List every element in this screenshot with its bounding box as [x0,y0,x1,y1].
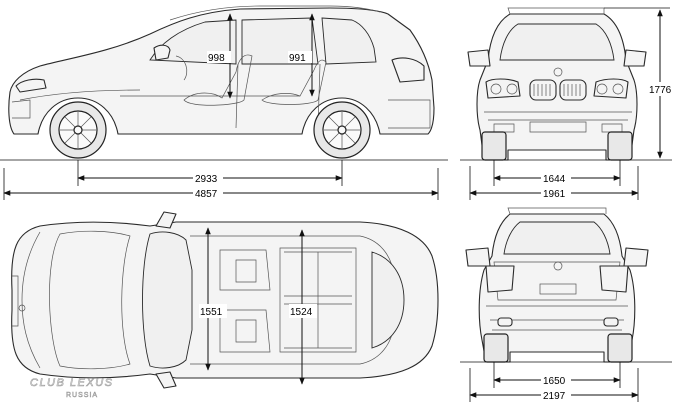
wheelbase-label: 2933 [195,174,218,185]
side-view [0,5,448,161]
front-track-label: 1644 [543,174,566,185]
front-wheel-side [49,101,107,159]
watermark: CLUB LEXUS RUSSIA [30,377,113,400]
overall-height-label: 1776 [649,85,672,96]
front-headroom-label: 998 [208,53,225,64]
top-view [11,211,439,389]
width-with-mirrors-label: 2197 [543,391,566,402]
svg-text:CLUB LEXUS: CLUB LEXUS [30,377,113,389]
overall-length-label: 4857 [195,189,218,200]
svg-text:RUSSIA: RUSSIA [66,392,98,399]
rear-wheel-side [313,101,371,159]
rear-track-label: 1650 [543,376,566,387]
front-view [460,7,672,200]
rear-shoulder-width-label: 1524 [290,307,313,318]
front-shoulder-width-label: 1551 [200,307,223,318]
overall-width-label: 1961 [543,189,566,200]
rear-headroom-label: 991 [289,53,306,64]
rear-view [460,207,672,402]
